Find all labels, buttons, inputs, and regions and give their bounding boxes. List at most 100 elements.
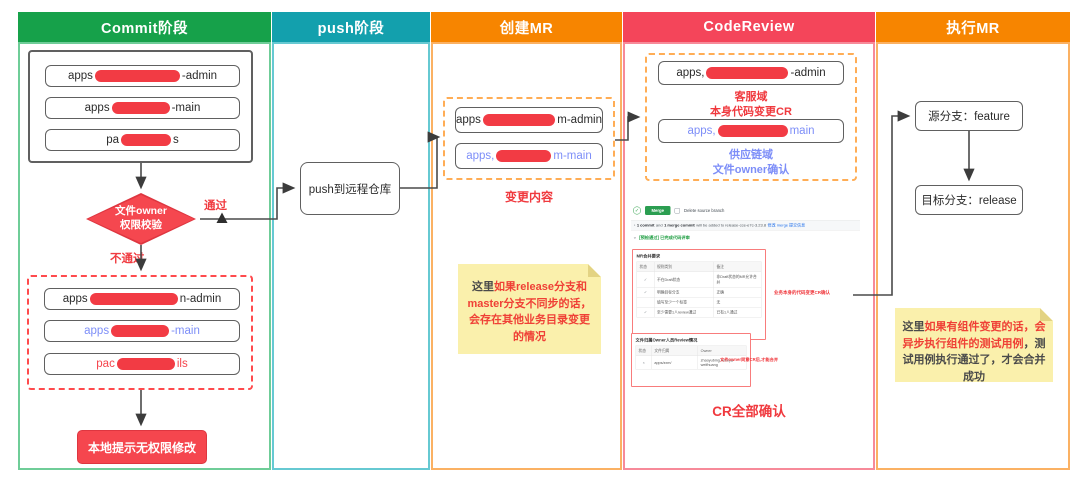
panel-title: 文件归属Owner人员Review情况 xyxy=(635,337,698,343)
table-header: 备注 xyxy=(713,261,762,272)
table-row: ✓ 至少需要1人review通过 已有1人通过 xyxy=(636,307,762,318)
mr-change-files-group xyxy=(443,97,615,180)
file-node-main: apps, main xyxy=(658,119,844,143)
redaction-bar xyxy=(706,67,789,79)
table-header: 规则类别 xyxy=(654,261,714,272)
file-label: s xyxy=(173,134,179,146)
info-text: and xyxy=(655,223,663,228)
target-branch-node: 目标分支：release xyxy=(915,185,1023,215)
table-header: Owner xyxy=(697,345,747,356)
note-text: 这里 xyxy=(902,321,925,333)
file-label: -main xyxy=(171,325,200,337)
column-header-create-mr: 创建MR xyxy=(431,12,622,42)
delete-source-checkbox xyxy=(674,207,681,214)
file-node-pack: pac ils xyxy=(44,353,240,375)
table-cell: 至少需要1人review通过 xyxy=(654,307,714,318)
component-test-note: 这里如果有组件变更的话，会异步执行组件的测试用例，测试用例执行通过了，才会合并成… xyxy=(895,308,1053,382)
file-label: main xyxy=(789,125,815,137)
admin-cr-caption: 客服域本身代码变更CR xyxy=(710,91,792,118)
redaction-bar xyxy=(116,358,175,370)
chevron-down-icon: ⌄ xyxy=(633,234,637,240)
table-cell: 填写至少一个标签 xyxy=(654,297,714,308)
file-label: apps, xyxy=(466,150,495,162)
note-text: 这里 xyxy=(472,281,495,293)
table-cell: 不在Draft状态 xyxy=(654,271,714,288)
table-cell: apps/zxm/ xyxy=(651,355,699,370)
owner-review-panel: 文件归属Owner人员Review情况 状态 文件归属 Owner × apps… xyxy=(631,333,751,387)
merge-bar: ✓ Merge Delete source branch xyxy=(633,206,724,215)
file-label: -admin xyxy=(790,67,826,79)
file-label: apps xyxy=(67,70,93,82)
note-text: 如果有组件变更的话，会异步执行组件的测试用例 xyxy=(902,321,1046,350)
file-label: apps, xyxy=(687,125,716,137)
owner-review-table: 状态 文件归属 Owner × apps/zxm/ zhaoyubing ren… xyxy=(635,345,747,370)
file-label: ils xyxy=(176,358,188,370)
table-cell: 无 xyxy=(713,297,762,308)
redaction-bar xyxy=(717,125,788,137)
file-label: pa xyxy=(106,134,120,146)
delete-source-label: Delete source branch xyxy=(684,208,725,213)
column-header-commit: Commit阶段 xyxy=(18,12,271,42)
table-cell: 已有1人通过 xyxy=(713,307,762,318)
redaction-bar xyxy=(482,114,556,126)
file-label: apps xyxy=(84,102,110,114)
table-header: 文件归属 xyxy=(651,345,699,356)
file-label: pac xyxy=(96,358,115,370)
precheck-pass-line: ⌄ [预检通过] 已完成代码评审 xyxy=(633,235,690,241)
no-permission-alert-node: 本地提示无权限修改 xyxy=(77,430,207,464)
change-content-caption: 变更内容 xyxy=(504,190,553,204)
commit-count: 1 commit xyxy=(636,223,655,228)
file-label: n-admin xyxy=(179,293,222,305)
file-node-admin: apps, -admin xyxy=(658,61,844,85)
info-text: will be added to release-cce-e7c-3.23.8 xyxy=(696,223,767,228)
column-push xyxy=(272,42,430,470)
precheck-text: [预检通过] 已完成代码评审 xyxy=(639,235,690,240)
note-text: ，测试用例执行通过了，才会合并成功 xyxy=(902,337,1046,383)
column-header-execute-mr: 执行MR xyxy=(876,12,1070,42)
table-cell: 非Draft状态的MR允许合并 xyxy=(713,271,762,288)
column-header-push: push阶段 xyxy=(272,12,430,42)
table-row: × apps/zxm/ zhaoyubing renxiya weifhuang xyxy=(635,355,747,370)
diamond-label: 权限校验 xyxy=(120,219,162,231)
redaction-bar xyxy=(111,325,170,337)
check-icon: ✓ xyxy=(636,287,655,298)
file-label: apps xyxy=(84,325,110,337)
table-row: ✓ 明确目标分支 正确 xyxy=(636,287,762,298)
annotation-business-cr: 业务本身的代码变更CR确认 xyxy=(774,290,830,295)
annotation-owner-cr: 文件owner同意CR后,才能合并 xyxy=(720,357,779,362)
file-label: apps, xyxy=(676,67,705,79)
edge-label-fail: 不通过 xyxy=(110,253,145,265)
table-cell: zhaoyubing renxiya weifhuang xyxy=(697,355,747,370)
table-row: 填写至少一个标签 无 xyxy=(636,297,762,308)
file-label: -admin xyxy=(181,70,218,82)
table-cell: 正确 xyxy=(713,287,762,298)
file-node-main: apps, m-main xyxy=(455,143,603,169)
file-label: apps xyxy=(456,114,481,126)
table-cell: 明确目标分支 xyxy=(654,287,714,298)
file-label: m-main xyxy=(553,150,592,162)
table-row: ✓ 不在Draft状态 非Draft状态的MR允许合并 xyxy=(636,271,762,288)
commit-info-line: › 1 commit and 1 merge commit will be ad… xyxy=(631,220,860,231)
owner-permission-check-diamond: 文件owner 权限校验 xyxy=(86,193,196,245)
check-icon: ✓ xyxy=(636,271,655,288)
mr-requirements-table: 状态 规则类别 备注 ✓ 不在Draft状态 非Draft状态的MR允许合并 ✓… xyxy=(636,261,762,318)
mr-approval-screenshot: ✓ Merge Delete source branch › 1 commit … xyxy=(630,204,862,434)
redaction-bar xyxy=(111,102,170,114)
table-header: 状态 xyxy=(636,261,655,272)
push-remote-node: push到远程仓库 xyxy=(300,162,400,215)
modify-merge-link: 修改 merge 提交信息 xyxy=(767,223,806,228)
table-header: 状态 xyxy=(635,345,652,356)
redaction-bar xyxy=(496,150,552,162)
mr-requirements-panel: MR合并要求 状态 规则类别 备注 ✓ 不在Draft状态 非Draft状态的M… xyxy=(632,249,766,340)
table-cell xyxy=(636,297,655,308)
column-header-code-review: CodeReview xyxy=(623,12,875,42)
redaction-bar xyxy=(94,70,180,82)
check-icon: ✓ xyxy=(636,307,655,318)
check-circle-icon: ✓ xyxy=(633,206,641,215)
source-branch-node: 源分支：feature xyxy=(915,101,1023,131)
